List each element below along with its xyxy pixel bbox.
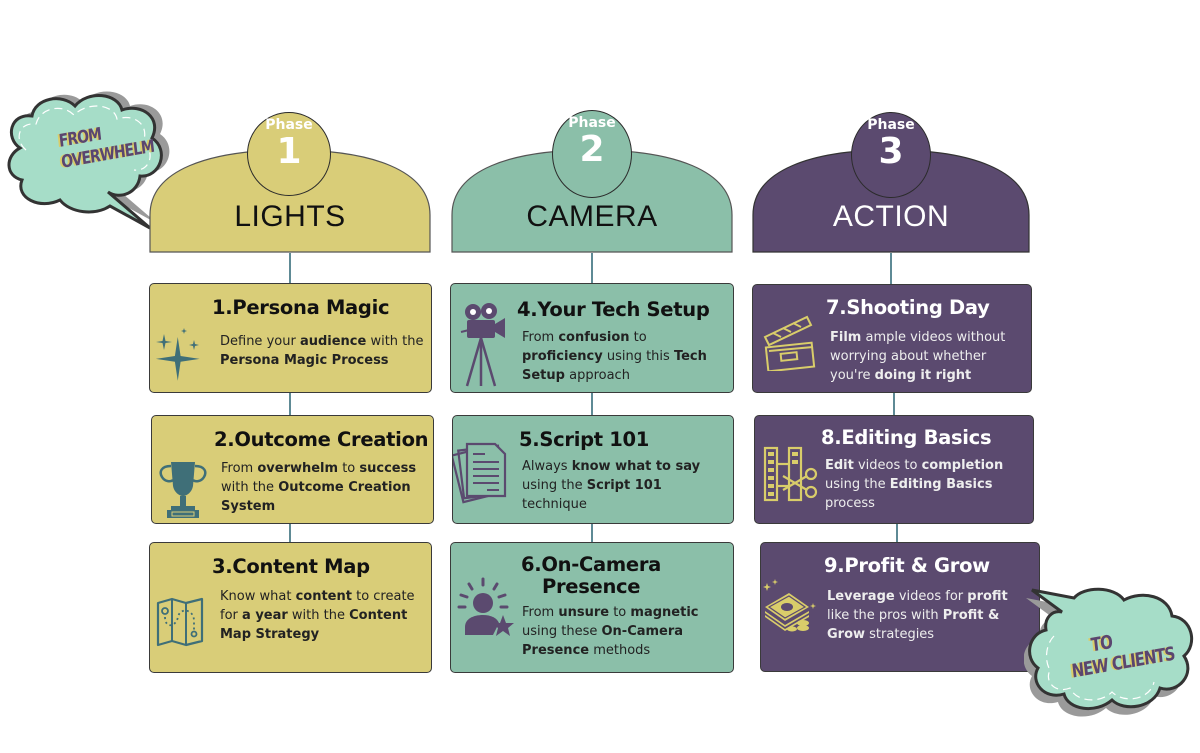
step-desc: Define your audience with the Persona Ma… xyxy=(220,334,424,368)
phase-3-number: 3 xyxy=(878,131,904,172)
step-desc: Always know what to say using the Script… xyxy=(522,459,701,512)
connector-line xyxy=(890,253,892,285)
to-new-clients-bubble: TO NEW CLIENTS xyxy=(1023,582,1200,724)
step-desc: From confusion to proficiency using this… xyxy=(522,330,707,383)
speech-cloud-icon xyxy=(1023,587,1194,717)
speech-cloud-icon xyxy=(7,91,170,230)
step-card-editing-basics: 8.Editing Basics Edit videos to completi… xyxy=(754,415,1034,524)
phase-3-title: ACTION xyxy=(832,200,950,233)
phase-1-label: Phase xyxy=(265,117,313,133)
phase-3-label: Phase xyxy=(867,117,915,133)
connector-line xyxy=(591,523,593,543)
connector-line xyxy=(893,392,895,416)
step-title-line2: Presence xyxy=(542,575,641,598)
step-title: 4.Your Tech Setup xyxy=(517,298,710,321)
phase-2-badge: Phase 2 xyxy=(552,110,632,198)
step-desc: Know what content to create for a year w… xyxy=(220,589,415,642)
phase-2-label: Phase xyxy=(568,115,616,131)
step-title: 9.Profit & Grow xyxy=(824,554,990,577)
map-icon xyxy=(156,597,204,647)
connector-line xyxy=(289,523,291,543)
step-title: 3.Content Map xyxy=(212,555,370,578)
phase-1-title: LIGHTS xyxy=(234,200,346,233)
step-desc: Film ample videos without worrying about… xyxy=(830,330,1006,383)
step-card-profit-grow: 9.Profit & Grow Leverage videos for prof… xyxy=(760,542,1040,672)
connector-line xyxy=(591,392,593,416)
step-desc: From overwhelm to success with the Outco… xyxy=(221,461,417,514)
trophy-icon xyxy=(159,462,207,518)
film-scissors-icon xyxy=(763,446,818,502)
step-card-persona-magic: 1.Persona Magic Define your audience wit… xyxy=(149,283,432,393)
phase-1-badge: Phase 1 xyxy=(247,112,331,196)
step-card-outcome-creation: 2.Outcome Creation From overwhelm to suc… xyxy=(151,415,434,524)
step-card-content-map: 3.Content Map Know what content to creat… xyxy=(149,542,432,673)
step-card-shooting-day: 7.Shooting Day Film ample videos without… xyxy=(752,284,1032,393)
video-camera-icon xyxy=(460,303,505,387)
step-title: 2.Outcome Creation xyxy=(214,428,429,451)
clapperboard-icon xyxy=(763,315,816,371)
step-card-script-101: 5.Script 101 Always know what to say usi… xyxy=(452,415,734,524)
step-card-tech-setup: 4.Your Tech Setup From confusion to prof… xyxy=(450,283,734,393)
phase-1-header: Phase 1 LIGHTS xyxy=(149,100,431,254)
step-title: 6.On-Camera xyxy=(521,553,662,576)
phase-2-header: Phase 2 CAMERA xyxy=(451,100,733,254)
connector-line xyxy=(289,392,291,416)
phase-2-number: 2 xyxy=(579,129,605,170)
money-icon xyxy=(763,579,816,632)
step-desc: Edit videos to completion using the Edit… xyxy=(825,458,1004,511)
from-overwhelm-bubble: FROM OVERWHELM xyxy=(0,88,180,238)
step-title: 7.Shooting Day xyxy=(826,296,990,319)
connector-line xyxy=(896,523,898,543)
connector-line xyxy=(591,253,593,283)
phase-1-number: 1 xyxy=(276,131,302,172)
phase-3-badge: Phase 3 xyxy=(851,112,931,198)
step-desc: From unsure to magnetic using these On-C… xyxy=(522,605,699,658)
step-card-on-camera-presence: 6.On-Camera Presence From unsure to magn… xyxy=(450,542,734,673)
document-icon xyxy=(453,442,507,504)
phase-2-title: CAMERA xyxy=(526,200,658,233)
phase-3-header: Phase 3 ACTION xyxy=(752,100,1030,254)
connector-line xyxy=(289,253,291,283)
star-person-icon xyxy=(457,577,514,636)
step-title: 1.Persona Magic xyxy=(212,296,390,319)
sparkles-icon xyxy=(155,328,200,381)
step-desc: Leverage videos for profit like the pros… xyxy=(827,589,1008,642)
step-title: 5.Script 101 xyxy=(519,428,650,451)
step-title: 8.Editing Basics xyxy=(821,426,992,449)
